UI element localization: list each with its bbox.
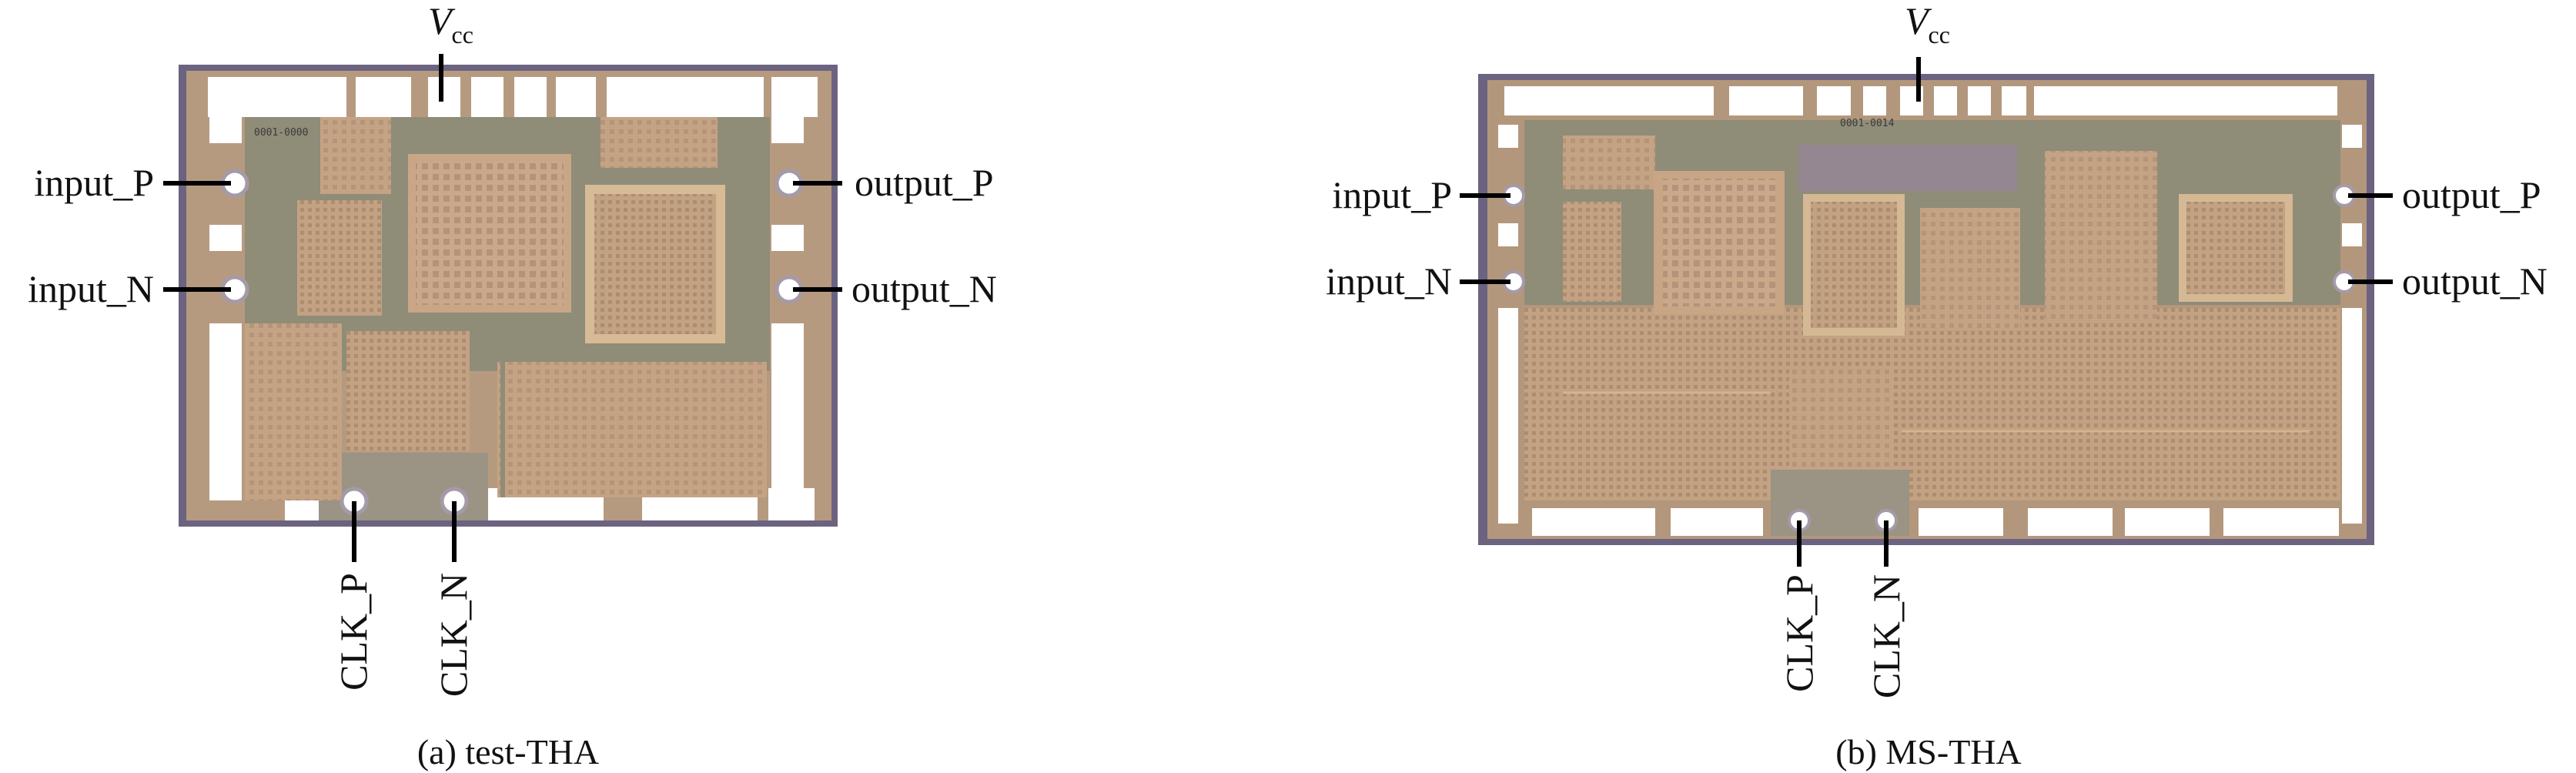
output-p-label-b: output_P [2402, 173, 2541, 216]
panel-ms-tha: 0001-0014 Vcc input_P input_N output_P o… [1326, 0, 2548, 771]
input-p-label-b: input_P [1332, 173, 1452, 216]
vcc-label-a: Vcc [428, 0, 473, 49]
caption-a: (a) test-THA [417, 732, 599, 771]
output-n-label-a: output_N [851, 267, 997, 310]
clk-p-label-a: CLK_P [332, 573, 375, 691]
input-n-label-a: input_N [28, 267, 154, 310]
caption-b: (b) MS-THA [1835, 732, 2021, 771]
panel-test-tha: 0001-0000 Vcc input_P input_N output_P o… [28, 0, 997, 771]
clk-n-label-b: CLK_N [1865, 574, 1908, 698]
output-p-label-a: output_P [855, 161, 994, 204]
input-n-label-b: input_N [1326, 259, 1452, 303]
clk-n-label-a: CLK_N [432, 573, 475, 697]
die-photo-ms-tha: 0001-0014 [1478, 74, 2374, 545]
chip-marking-b: 0001-0014 [1840, 118, 1895, 129]
die-photo-test-tha: 0001-0000 [179, 65, 838, 527]
vcc-label-b: Vcc [1905, 0, 1950, 49]
output-n-label-b: output_N [2402, 259, 2548, 303]
clk-p-label-b: CLK_P [1778, 574, 1821, 692]
input-p-label-a: input_P [34, 161, 154, 204]
chip-marking-a: 0001-0000 [254, 127, 308, 139]
